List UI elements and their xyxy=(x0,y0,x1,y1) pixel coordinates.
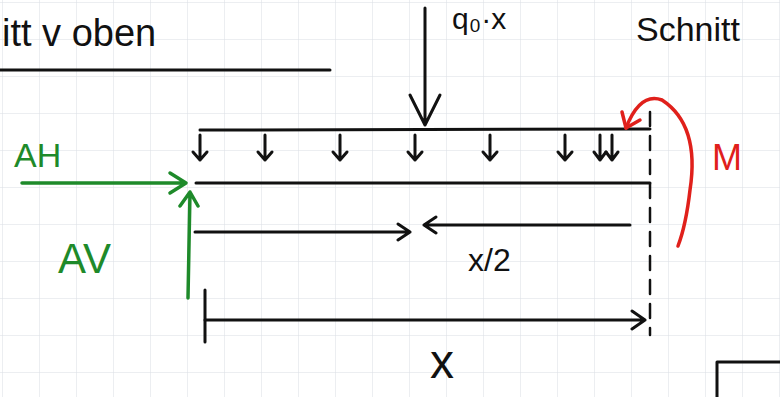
beam-bottom xyxy=(196,182,650,185)
distributed-load xyxy=(193,135,618,160)
title-underline xyxy=(0,69,330,72)
dimension-label: x xyxy=(430,338,454,386)
reaction-label: AH xyxy=(14,138,61,172)
resultant-force xyxy=(410,8,440,125)
beam-top xyxy=(200,129,650,130)
dimension-tick xyxy=(204,290,207,342)
title-text: itt v oben xyxy=(2,14,156,52)
section-label: Schnitt xyxy=(636,12,740,46)
reaction-horizontal xyxy=(22,173,186,193)
reaction-vertical xyxy=(180,192,198,298)
reaction-label: AV xyxy=(58,238,111,280)
load-label: q₀·x xyxy=(452,4,506,34)
dimension-left xyxy=(195,224,410,240)
section-line xyxy=(649,112,652,335)
moment-arrowhead xyxy=(622,112,640,128)
dimension-half xyxy=(424,217,630,233)
dimension-full xyxy=(205,311,645,329)
moment-label: M xyxy=(712,140,742,176)
dimension-label: x/2 xyxy=(468,244,511,276)
box-corner xyxy=(717,362,780,397)
